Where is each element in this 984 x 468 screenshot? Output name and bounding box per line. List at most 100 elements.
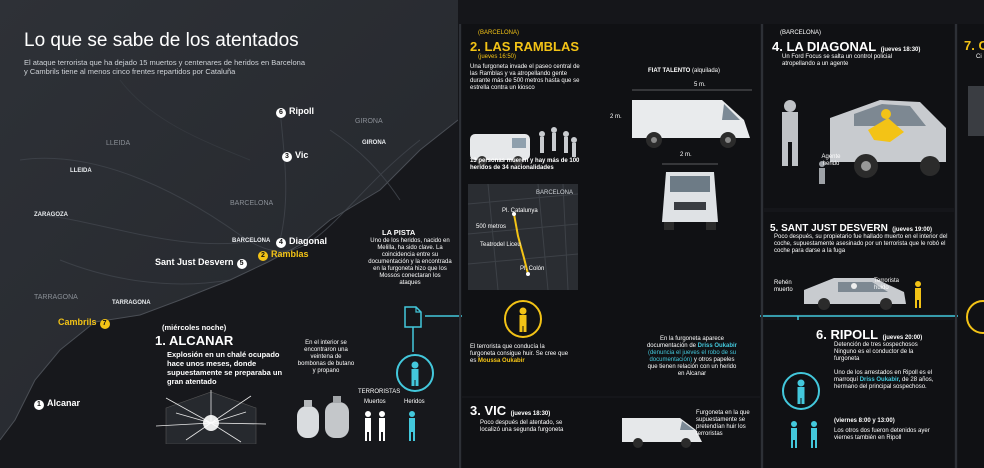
marker-number: 7	[99, 319, 110, 329]
marker-number: 1	[34, 400, 44, 410]
santjust-text: Poco después, su propietario fue hallado…	[774, 234, 948, 254]
ramblas-region: (BARCELONA)	[478, 30, 520, 36]
santjust-title: 5. SANT JUST DESVERN	[770, 223, 888, 234]
ripoll-time2: (viernes 8:00 y 13:00)	[834, 418, 895, 424]
cambrils-badge[interactable]	[966, 300, 984, 334]
mini-map-liceu: Teatrodel Liceu	[480, 242, 521, 248]
van-model: FIAT TALENTO (alquilada)	[648, 68, 720, 75]
ramblas-text: Una furgoneta invade el paseo central de…	[470, 64, 580, 91]
cambrils-title: 7. C	[964, 38, 984, 53]
ripoll-text2b: de 28 años, hermano del principal sospec…	[834, 377, 934, 390]
van-note: (alquilada)	[692, 68, 721, 74]
diagonal-heading: 4. LA DIAGONAL (jueves 18:30)	[772, 38, 920, 56]
van-side-illustration	[632, 89, 752, 148]
doc-paren: (denuncia el jueves el robo de su docume…	[647, 350, 737, 363]
cambrils-text: Ci	[976, 54, 982, 60]
city-tarragona: TARRAGONA	[112, 300, 151, 306]
panel-divider	[459, 24, 461, 468]
ramblas-time: (jueves 16:50)	[478, 54, 517, 60]
detainee-badge[interactable]	[782, 372, 820, 410]
dead-terrorists-icon	[365, 411, 385, 441]
injured-person-badge[interactable]	[396, 354, 434, 392]
place-label: Cambrils	[58, 317, 97, 327]
bombonas-note: En el interior se encontraron una veinte…	[297, 340, 355, 374]
vic-title: 3. VIC	[470, 403, 507, 418]
diagonal-time: (jueves 18:30)	[880, 47, 921, 53]
person-icon	[797, 379, 805, 404]
doc-name: Driss Oukabir	[697, 343, 738, 349]
city-girona: GIRONA	[362, 140, 386, 146]
city-lleida-big: LLEIDA	[106, 140, 131, 147]
muertos-label: Muertos	[364, 399, 386, 405]
heridos-label: Heridos	[404, 399, 425, 405]
place-label: Ripoll	[289, 106, 314, 116]
driver-badge[interactable]	[504, 300, 542, 338]
ramblas-scene-illustration	[470, 127, 577, 166]
pista-text: Uno de los heridos, nacido en Melilla, h…	[368, 238, 452, 286]
document-icon[interactable]	[403, 305, 423, 329]
ripoll-title: 6. RIPOLL	[816, 327, 879, 342]
marker-number: 3	[282, 152, 292, 162]
person-icon	[411, 361, 419, 386]
santjust-car-illustration	[804, 278, 921, 310]
mini-map-barcelona: BARCELONA	[536, 190, 574, 196]
catalonia-map: Lo que se sabe de los atentados El ataqu…	[0, 0, 458, 468]
ripoll-heading: 6. RIPOLL (jueves 20:00)	[816, 326, 922, 344]
marker-number: 5	[236, 259, 247, 269]
place-label: Ramblas	[271, 249, 309, 259]
dim-width: 2 m.	[680, 152, 692, 158]
place-label: Sant Just Desvern	[155, 257, 234, 267]
place-label: Alcanar	[47, 398, 81, 408]
page-subtitle: El ataque terrorista que ha dejado 15 mu…	[24, 58, 306, 76]
city-barcelona-big: BARCELONA	[230, 200, 274, 207]
terroristas-label: TERRORISTAS	[358, 389, 401, 395]
diagonal-panel: (BARCELONA) 4. LA DIAGONAL (jueves 18:30…	[764, 24, 954, 208]
ramblas-title: 2. LAS RAMBLAS	[470, 39, 580, 54]
vic-van-text: Furgoneta en la que supuestamente se pre…	[696, 410, 750, 437]
panel-divider	[955, 24, 957, 468]
ripoll-panel: 6. RIPOLL (jueves 20:00) Detención de tr…	[764, 320, 954, 468]
explosion-illustration	[155, 390, 267, 444]
gas-cylinders-illustration	[297, 396, 349, 438]
ripoll-text1: Detención de tres sospechosos Ninguno es…	[834, 342, 918, 362]
ripoll-time: (jueves 20:00)	[882, 335, 923, 341]
vic-panel: 3. VIC (jueves 18:30) Poco después del a…	[462, 398, 760, 468]
city-zaragoza: ZARAGOZA	[34, 212, 68, 218]
ramblas-mini-map: BARCELONA Pl. Catalunya 500 metros Teatr…	[468, 184, 578, 290]
rehen-label: Rehén muerto	[774, 280, 793, 293]
mini-map-streets	[468, 184, 578, 290]
place-label: Diagonal	[289, 236, 328, 246]
driver-name: Moussa Oukabir	[478, 358, 525, 364]
city-lleida: LLEIDA	[70, 168, 92, 174]
vic-time: (jueves 18:30)	[510, 411, 551, 417]
terrorista-label: Terrorista huido	[874, 278, 900, 291]
alcanar-text: Explosión en un chalé ocupado hace unos …	[167, 350, 283, 386]
ramblas-victims: 13 personas mueren y hay más de 100 heri…	[470, 158, 580, 171]
alcanar-when: (miércoles noche)	[162, 323, 227, 332]
santjust-heading: 5. SANT JUST DESVERN (jueves 19:00)	[770, 218, 932, 236]
driver-text: El terrorista que conducía la furgoneta …	[470, 344, 570, 365]
mini-map-catalunya: Pl. Catalunya	[502, 208, 538, 214]
cambrils-panel: 7. C Ci	[958, 24, 984, 468]
van-name: FIAT TALENTO	[648, 68, 691, 74]
person-icon	[519, 307, 527, 332]
doc-text-a: En la furgoneta aparece documentación de	[646, 336, 725, 349]
vic-heading: 3. VIC (jueves 18:30)	[470, 402, 550, 420]
panel-divider	[761, 24, 763, 468]
marker-number: 6	[276, 108, 286, 118]
santjust-time: (jueves 19:00)	[892, 227, 932, 233]
ramblas-heading: 2. LAS RAMBLAS	[470, 38, 579, 56]
city-girona-big: GIRONA	[355, 118, 383, 125]
driver-text-main: El terrorista que conducía la furgoneta …	[470, 344, 569, 364]
dim-length: 5 m.	[694, 82, 706, 88]
doc-text-b: y otros papeles que tienen relación con …	[647, 357, 737, 377]
vic-text: Poco después del atentado, se localizó u…	[480, 420, 564, 433]
ripoll-text2: Uno de los arrestados en Ripoll es el ma…	[834, 370, 938, 391]
